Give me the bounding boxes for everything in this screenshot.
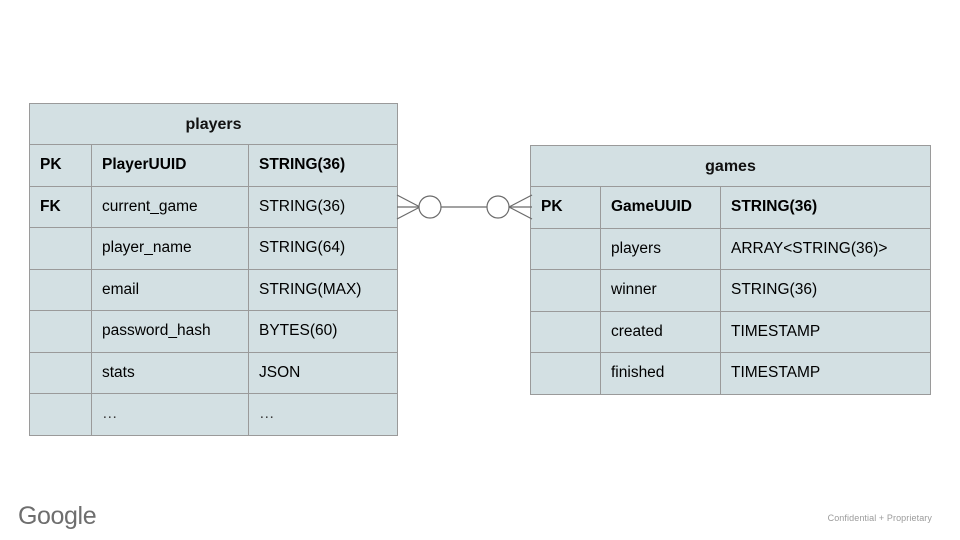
- key-cell-empty: [30, 311, 92, 353]
- key-cell-empty: [531, 270, 601, 312]
- field-type-cell: STRING(36): [721, 187, 931, 229]
- crows-foot-relationship-icon: [396, 194, 533, 220]
- field-type-cell: STRING(36): [721, 270, 931, 312]
- field-name-cell: current_game: [92, 186, 249, 228]
- field-name-cell: PlayerUUID: [92, 145, 249, 187]
- field-name-cell: player_name: [92, 228, 249, 270]
- field-name-cell: players: [601, 228, 721, 270]
- google-logo: Google: [18, 502, 97, 530]
- key-cell-empty: [30, 394, 92, 436]
- field-name-cell: GameUUID: [601, 187, 721, 229]
- confidentiality-notice: Confidential + Proprietary: [827, 513, 932, 523]
- field-name-cell: email: [92, 269, 249, 311]
- field-type-cell: STRING(MAX): [249, 269, 398, 311]
- entity-title-games: games: [531, 146, 931, 187]
- field-name-cell: finished: [601, 353, 721, 395]
- key-cell-empty: [30, 228, 92, 270]
- field-type-cell: STRING(36): [249, 186, 398, 228]
- field-name-cell: stats: [92, 352, 249, 394]
- field-name-cell: winner: [601, 270, 721, 312]
- field-type-cell: ARRAY<STRING(36)>: [721, 228, 931, 270]
- field-name-cell: …: [92, 394, 249, 436]
- field-type-cell: JSON: [249, 352, 398, 394]
- key-cell-empty: [531, 353, 601, 395]
- field-type-cell: BYTES(60): [249, 311, 398, 353]
- key-cell-empty: [30, 269, 92, 311]
- field-type-cell: TIMESTAMP: [721, 353, 931, 395]
- field-type-cell: STRING(64): [249, 228, 398, 270]
- field-type-cell: STRING(36): [249, 145, 398, 187]
- field-type-cell: TIMESTAMP: [721, 311, 931, 353]
- key-cell-empty: [30, 352, 92, 394]
- entity-title-players: players: [30, 104, 398, 145]
- field-name-cell: password_hash: [92, 311, 249, 353]
- key-badge-pk: PK: [30, 145, 92, 187]
- field-type-cell: …: [249, 394, 398, 436]
- key-cell-empty: [531, 228, 601, 270]
- field-name-cell: created: [601, 311, 721, 353]
- key-cell-empty: [531, 311, 601, 353]
- relationship-connector: [392, 186, 536, 228]
- key-badge-fk: FK: [30, 186, 92, 228]
- entity-row: ……: [30, 394, 398, 436]
- key-badge-pk: PK: [531, 187, 601, 229]
